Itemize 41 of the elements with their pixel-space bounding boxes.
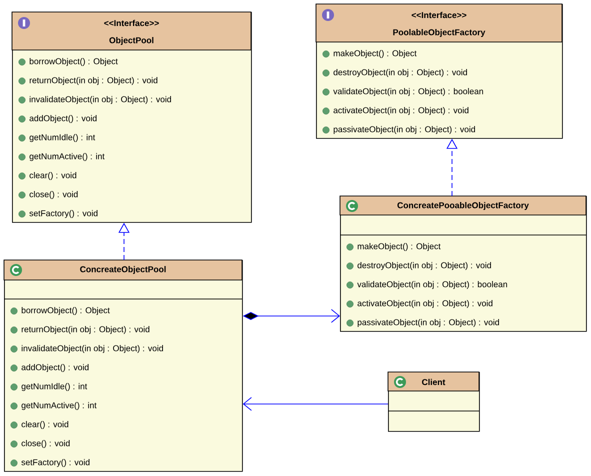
- method-text: invalidateObject(in obj : Object) : void: [22, 345, 163, 353]
- method-text: validateObject(in obj : Object) : boolean: [333, 88, 484, 96]
- method-text: setFactory() : void: [29, 210, 98, 218]
- method-text: addObject() : void: [30, 115, 97, 123]
- method-text: destroyObject(in obj : Object) : void: [358, 262, 491, 270]
- method-text: setFactory() : void: [21, 459, 90, 467]
- method-text: destroyObject(in obj : Object) : void: [334, 69, 467, 77]
- class-box: [388, 372, 480, 432]
- stereotype-text: <<Interface>>: [104, 20, 159, 26]
- method-text: activateObject(in obj : Object) : void: [334, 107, 468, 115]
- stereotype-text: <<Interface>>: [412, 12, 466, 18]
- method-text: passivateObject(in obj : Object) : void: [334, 126, 475, 134]
- method-text: getNumIdle() : int: [30, 134, 96, 142]
- method-text: validateObject(in obj : Object) : boolean: [357, 281, 508, 289]
- class-name: ConcreateObjectPool: [80, 266, 166, 274]
- method-text: clear() : void: [22, 421, 68, 429]
- class-box: [316, 4, 563, 139]
- class-name: PoolableObjectFactory: [393, 29, 486, 37]
- method-text: addObject() : void: [22, 364, 89, 372]
- method-text: borrowObject() : Object: [30, 58, 118, 66]
- method-text: clear() : void: [30, 172, 76, 180]
- method-text: getNumActive() : int: [22, 402, 97, 410]
- method-text: invalidateObject(in obj : Object) : void: [30, 96, 171, 104]
- method-text: close() : void: [30, 191, 78, 199]
- class-box: [340, 196, 587, 332]
- method-text: close() : void: [22, 440, 70, 448]
- class-name: ObjectPool: [109, 37, 154, 45]
- class-name: ConcreatePooableObjectFactory: [397, 202, 529, 210]
- class-box: [12, 12, 252, 223]
- method-text: passivateObject(in obj : Object) : void: [358, 319, 499, 327]
- method-text: makeObject() : Object: [334, 50, 417, 58]
- method-text: returnObject(in obj : Object) : void: [30, 77, 158, 85]
- method-text: returnObject(in obj : Object) : void: [22, 326, 150, 334]
- method-text: borrowObject() : Object: [22, 307, 110, 315]
- method-text: getNumActive() : int: [30, 153, 105, 161]
- method-text: makeObject() : Object: [358, 243, 441, 251]
- class-box: [4, 260, 243, 472]
- class-name: Client: [422, 378, 446, 386]
- arrow: [242, 397, 388, 411]
- method-text: activateObject(in obj : Object) : void: [358, 300, 492, 308]
- method-text: getNumIdle() : int: [22, 383, 88, 391]
